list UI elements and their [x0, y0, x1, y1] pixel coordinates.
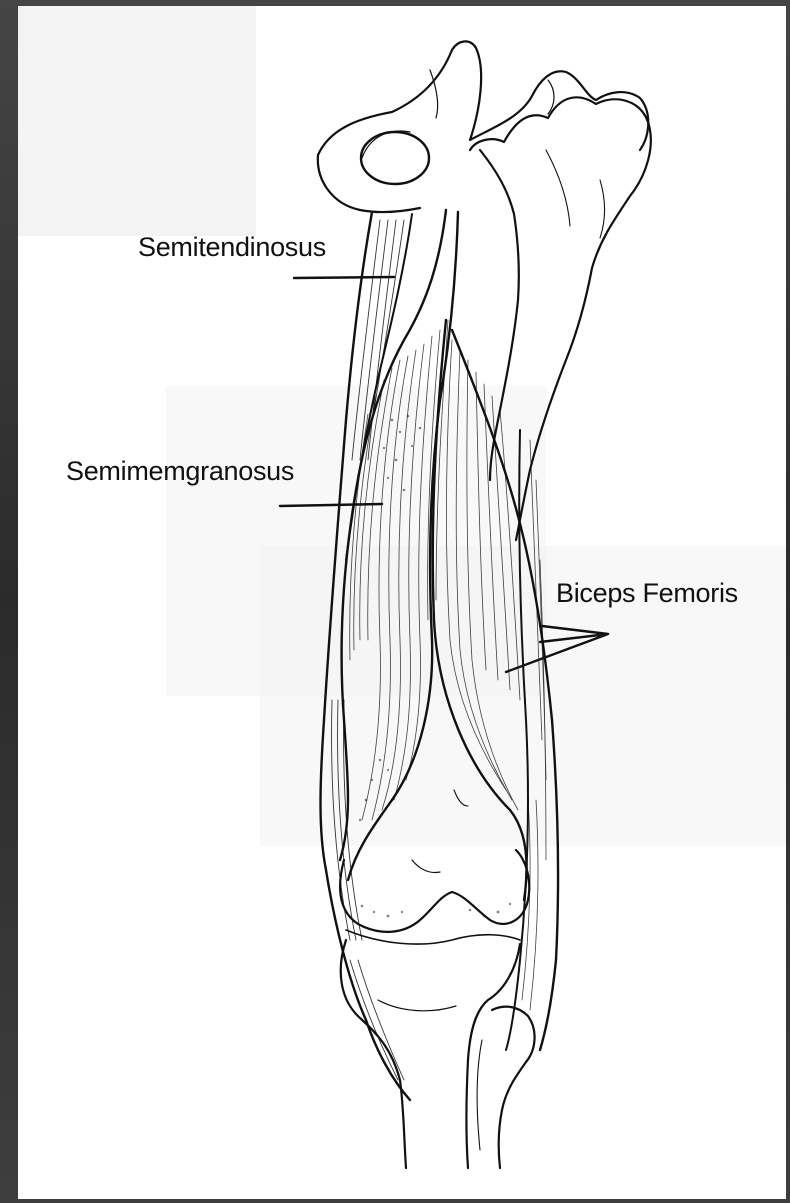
leader-line-semitendinosus [294, 277, 394, 278]
tibia-fibula [341, 940, 535, 1168]
leader-line-semimembranosus [280, 504, 382, 506]
biceps-femoris-label: Biceps Femoris [556, 578, 738, 609]
semimembranosus-label: Semimemgranosus [66, 456, 294, 487]
semitendinosus-muscle [321, 212, 413, 1100]
pelvis-bone [318, 41, 648, 212]
knee-joint [340, 790, 529, 944]
semitendinosus-label: Semitendinosus [138, 232, 326, 263]
